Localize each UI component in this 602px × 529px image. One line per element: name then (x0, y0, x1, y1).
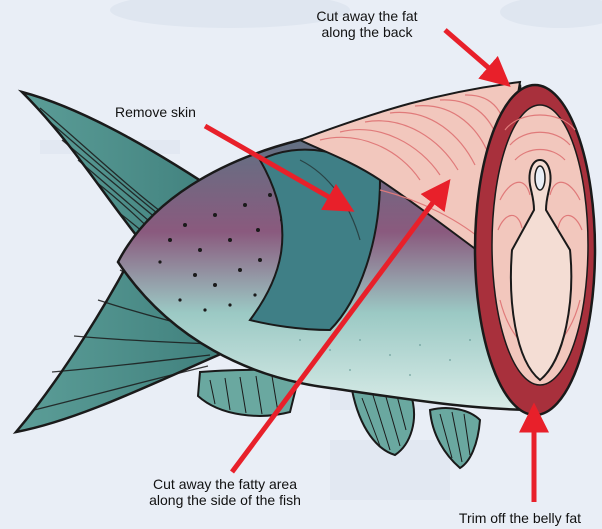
label-cut-fatty-side-line1: Cut away the fatty area (125, 476, 325, 492)
label-cut-fatty-side-line2: along the side of the fish (125, 492, 325, 508)
label-cut-fat-back: Cut away the fat along the back (292, 8, 442, 40)
cross-section (475, 85, 595, 415)
label-cut-fatty-side: Cut away the fatty area along the side o… (125, 476, 325, 508)
label-cut-fat-back-line1: Cut away the fat (292, 8, 442, 24)
label-trim-belly: Trim off the belly fat (440, 510, 600, 526)
label-remove-skin: Remove skin (115, 104, 215, 120)
label-cut-fat-back-line2: along the back (292, 24, 442, 40)
